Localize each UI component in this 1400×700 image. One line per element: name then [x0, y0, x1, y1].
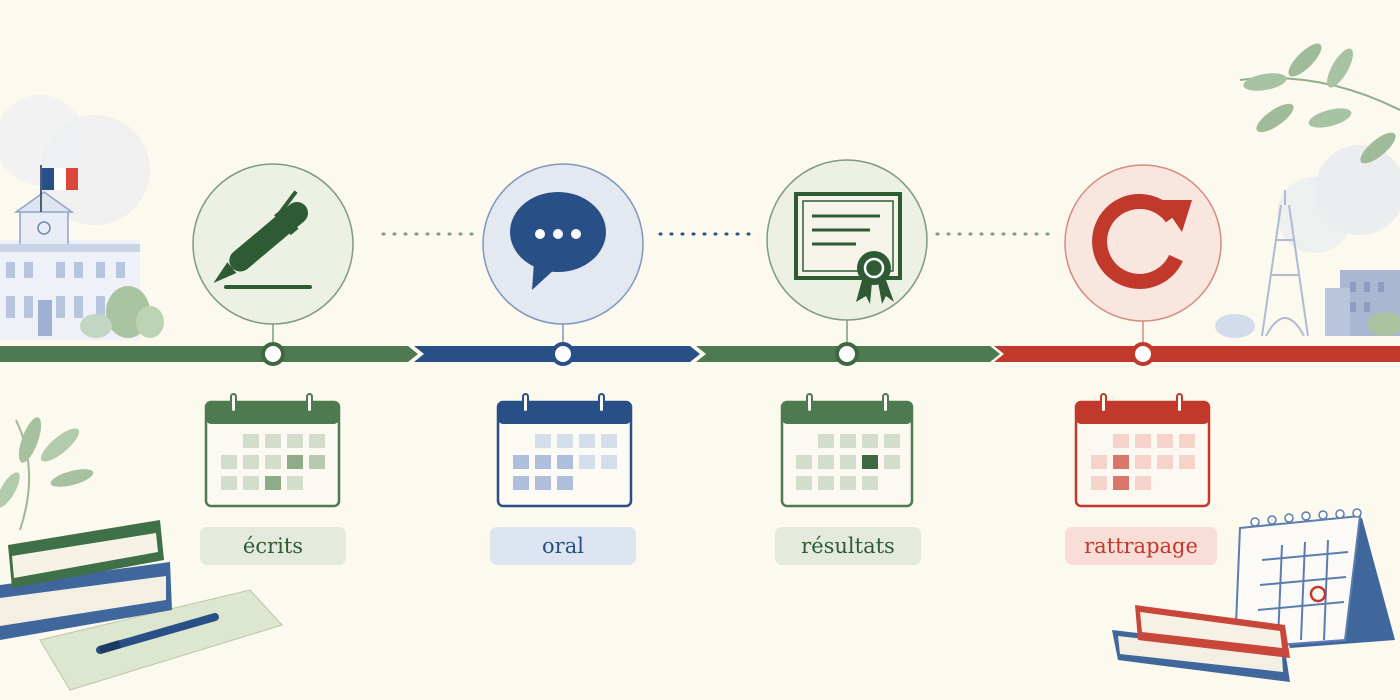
diploma-icon [794, 192, 902, 304]
step-ecrits [192, 163, 354, 508]
pen-icon [213, 190, 312, 289]
step-ecrits-marker [261, 342, 285, 366]
step-rattrapage-calendar-icon [1074, 393, 1211, 508]
step-ecrits-calendar-icon [204, 393, 341, 508]
step-ecrits-label: écrits [200, 527, 346, 565]
step-resultats [766, 159, 928, 508]
step-resultats-marker [835, 342, 859, 366]
step-rattrapage-label: rattrapage [1065, 527, 1217, 565]
timeline-bar [0, 346, 1400, 362]
step-resultats-label: résultats [775, 527, 921, 565]
step-oral-label: oral [490, 527, 636, 565]
paris-skyline-illustration [1215, 43, 1400, 338]
step-oral-calendar-icon [496, 393, 633, 508]
speech-bubble-icon [510, 192, 606, 290]
books-and-desk-calendar-illustration [1112, 508, 1395, 682]
step-oral-marker [551, 342, 575, 366]
step-rattrapage-marker [1131, 342, 1155, 366]
step-rattrapage [1064, 164, 1222, 508]
step-oral [482, 163, 644, 508]
step-rattrapage-icon-circle [1064, 164, 1222, 322]
books-and-pen-illustration [0, 417, 283, 691]
school-building-illustration [0, 95, 164, 340]
retry-arrow-icon [1092, 193, 1192, 289]
step-resultats-calendar-icon [780, 393, 914, 508]
